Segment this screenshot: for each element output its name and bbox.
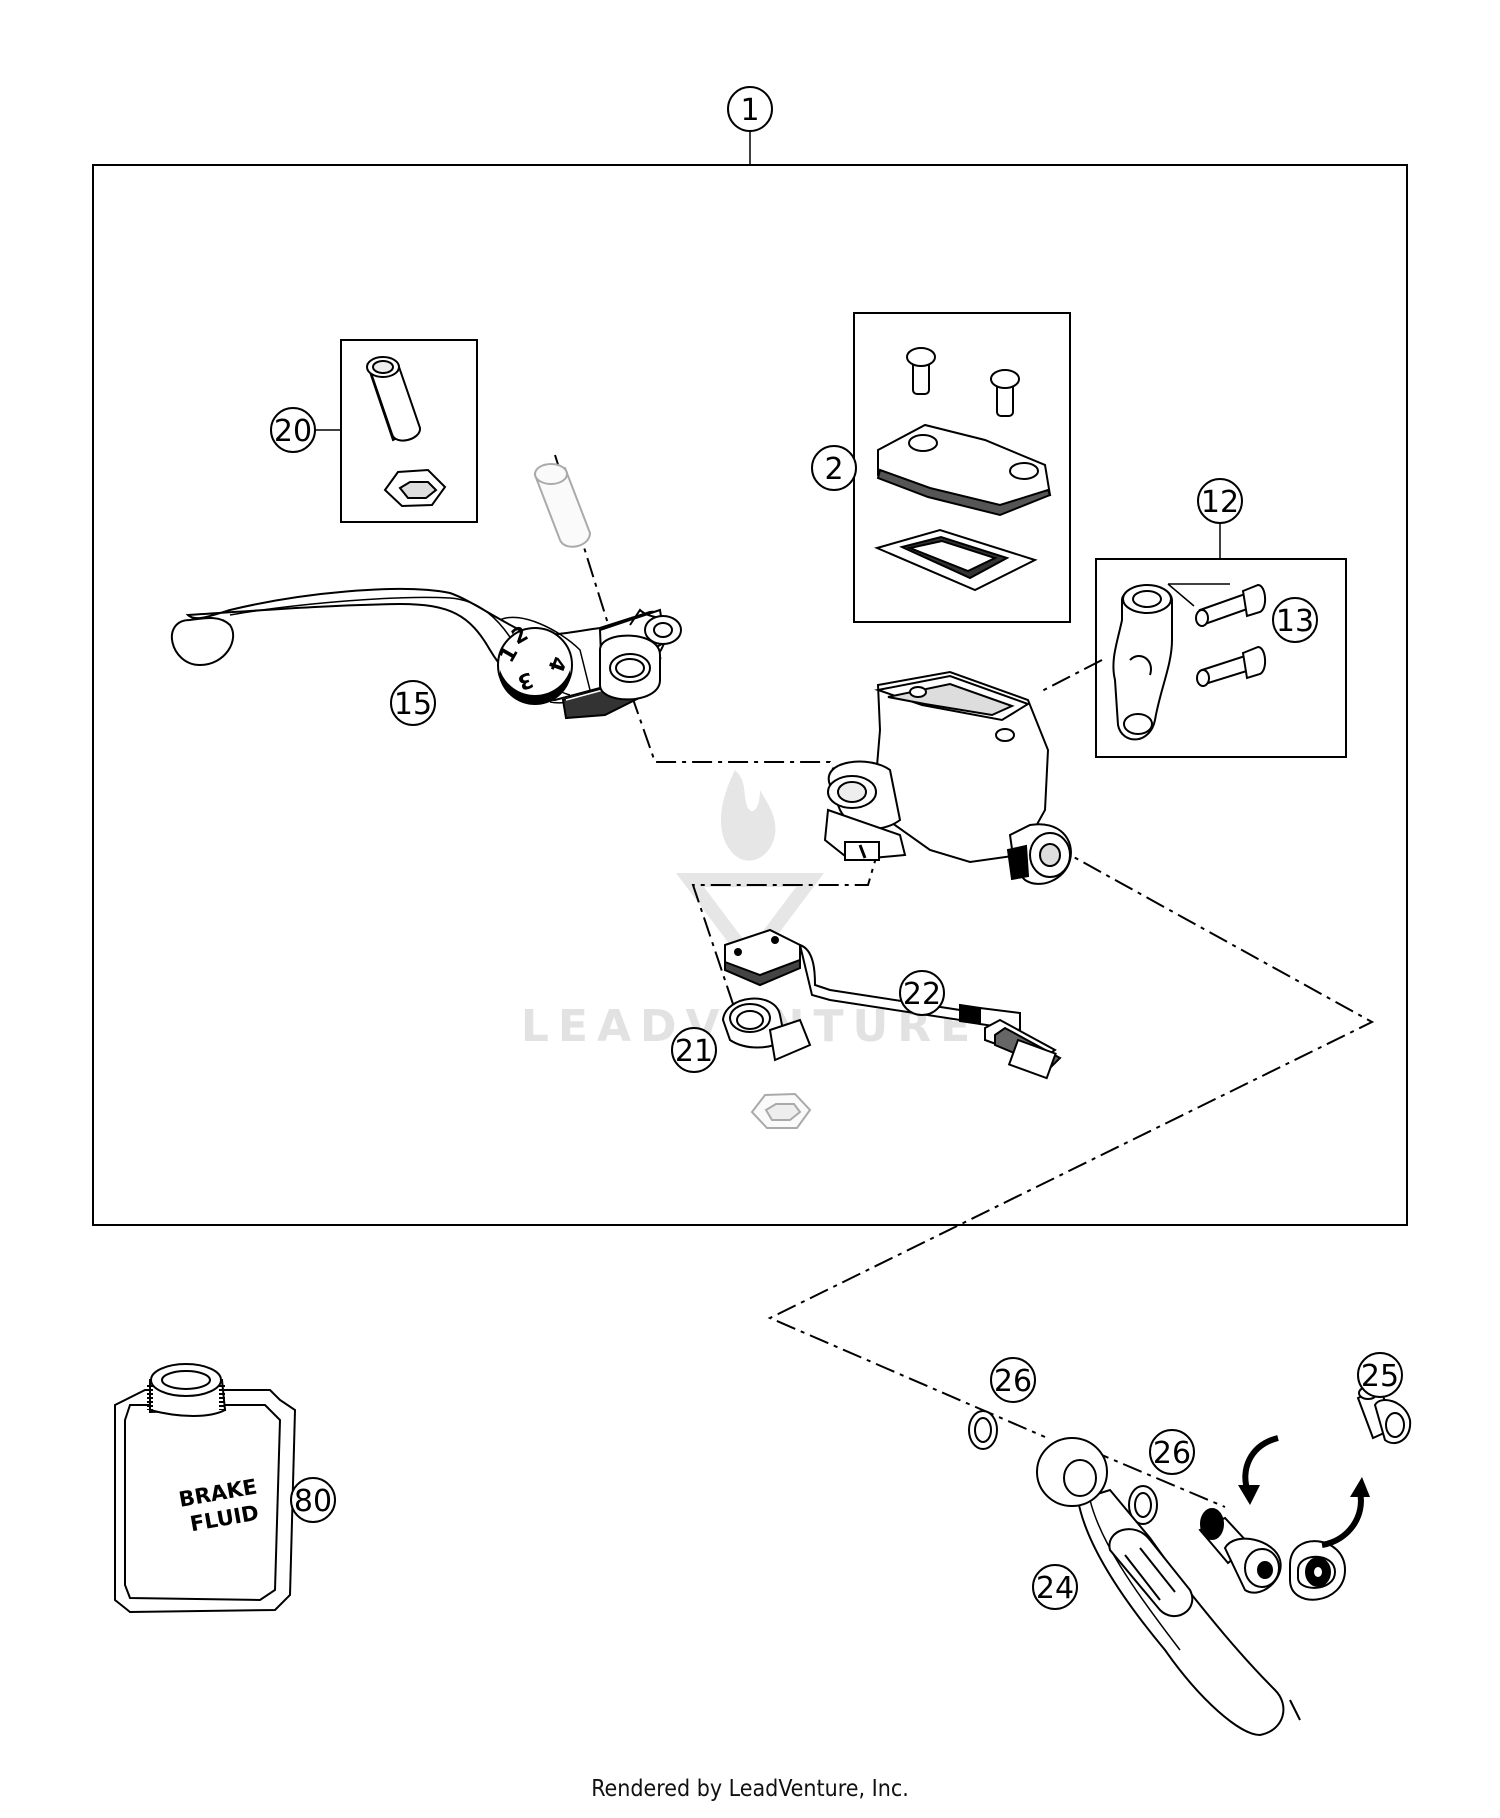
adjuster-sleeve-part: [366, 356, 421, 442]
callout-20: 20: [270, 407, 316, 453]
callout-13: 13: [1272, 597, 1318, 643]
switch-bracket-part: [721, 997, 812, 1062]
leader-lines: [316, 429, 1230, 607]
ghost-nut-part: [750, 1092, 812, 1129]
plug-screw-part: [1356, 1386, 1412, 1445]
callout-21: 21: [671, 1027, 717, 1073]
kit-box-12: [1095, 558, 1347, 758]
brake-fluid-can: [114, 1363, 297, 1614]
callout-24: 24: [1032, 1564, 1078, 1610]
kit-box-20: [340, 339, 478, 523]
footer-credit: Rendered by LeadVenture, Inc.: [591, 1776, 909, 1802]
callout-26-a: 26: [990, 1357, 1036, 1403]
callout-15-label: 15: [394, 687, 432, 722]
handlebar-clamp-part: [1112, 584, 1173, 741]
callout-1: 1: [727, 86, 773, 132]
callout-2: 2: [811, 445, 857, 491]
callout-24-label: 24: [1036, 1571, 1074, 1606]
callout-1-label: 1: [740, 93, 759, 128]
callout-25-label: 25: [1361, 1359, 1399, 1394]
lock-nut-part: [383, 468, 447, 508]
bleed-screw-cap-part: [1289, 1540, 1347, 1601]
reservoir-cover-part: [876, 423, 1052, 517]
ghost-sleeve-part: [533, 463, 592, 548]
rotation-arrows: [1242, 1435, 1364, 1548]
callout-26-b-label: 26: [1153, 1436, 1191, 1471]
arrowheads: [1238, 1477, 1370, 1505]
cover-screw-part: [906, 347, 1020, 417]
callout-25: 25: [1357, 1352, 1403, 1398]
brake-hose-part: [1036, 1437, 1301, 1737]
callout-12: 12: [1197, 478, 1243, 524]
callout-12-label: 12: [1201, 485, 1239, 520]
sealing-ring-part: [968, 1410, 1158, 1525]
callout-26-a-label: 26: [994, 1364, 1032, 1399]
callout-21-label: 21: [675, 1034, 713, 1069]
callout-26-b: 26: [1149, 1429, 1195, 1475]
callout-20-label: 20: [274, 414, 312, 449]
clamp-bolt-part: [1195, 583, 1266, 687]
callout-80: 80: [290, 1477, 336, 1523]
brake-light-switch-part: [724, 928, 1062, 1080]
callout-13-label: 13: [1276, 604, 1314, 639]
callout-22: 22: [899, 970, 945, 1016]
banjo-bolt-part: [1198, 1508, 1282, 1594]
lever-bushing: [599, 634, 661, 701]
callout-80-label: 80: [294, 1484, 332, 1519]
callout-2-label: 2: [824, 452, 843, 487]
reservoir-diaphragm-part: [874, 528, 1038, 592]
adjuster-dial: 1 2 3 4: [495, 621, 573, 705]
assembly-frame: [92, 164, 1408, 1226]
master-cylinder-body: [823, 670, 1072, 885]
callout-22-label: 22: [903, 977, 941, 1012]
callout-15: 15: [390, 680, 436, 726]
